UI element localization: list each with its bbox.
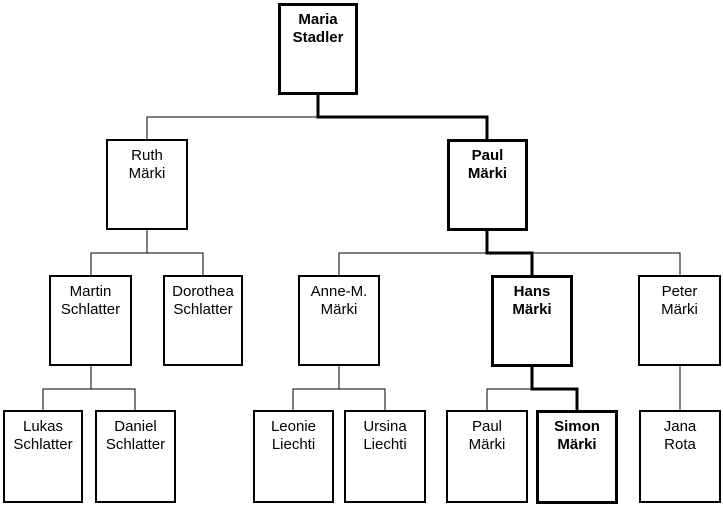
person-jana-rota: Jana Rota: [639, 410, 721, 503]
person-lukas-schlatter: Lukas Schlatter: [3, 410, 83, 503]
person-last-name: Märki: [557, 436, 597, 453]
person-first-name: Daniel: [114, 418, 157, 435]
person-first-name: Jana: [663, 418, 697, 435]
connector-paul-bar: [338, 252, 487, 276]
person-last-name: Märki: [661, 301, 698, 318]
person-first-name: Hans: [513, 283, 551, 300]
person-maria-stadler: Maria Stadler: [278, 3, 358, 95]
person-last-name: Stadler: [292, 29, 344, 46]
person-first-name: Maria: [298, 11, 338, 28]
person-last-name: Märki: [512, 301, 552, 318]
connector-hans-simon: [530, 365, 579, 411]
person-anne-m-maerki: Anne-M. Märki: [298, 275, 380, 366]
connector-paul-peter: [532, 252, 681, 276]
person-last-name: Märki: [320, 301, 358, 318]
person-first-name: Martin: [69, 283, 112, 300]
person-first-name: Lukas: [22, 418, 64, 435]
connector-ruth-bar: [90, 252, 204, 276]
person-ruth-maerki: Ruth Märki: [106, 139, 188, 230]
person-simon-maerki: Simon Märki: [536, 410, 618, 504]
person-first-name: Paul: [471, 147, 504, 164]
person-first-name: Paul: [471, 418, 503, 435]
person-paul-maerki: Paul Märki: [447, 139, 528, 231]
person-last-name: Liechti: [363, 436, 407, 453]
person-peter-maerki: Peter Märki: [638, 275, 721, 366]
person-leonie-liechti: Leonie Liechti: [253, 410, 334, 503]
connector-martin-bar: [42, 388, 136, 411]
person-martin-schlatter: Martin Schlatter: [49, 275, 132, 366]
person-first-name: Ruth: [131, 147, 163, 164]
person-last-name: Schlatter: [105, 436, 166, 453]
person-ursina-liechti: Ursina Liechti: [344, 410, 426, 503]
person-dorothea-schlatter: Dorothea Schlatter: [163, 275, 243, 366]
connector-hans-paul2: [486, 388, 532, 411]
person-first-name: Simon: [554, 418, 600, 435]
person-last-name: Rota: [664, 436, 696, 453]
person-first-name: Dorothea: [172, 283, 234, 300]
person-first-name: Ursina: [363, 418, 407, 435]
person-last-name: Märki: [128, 165, 166, 182]
person-last-name: Schlatter: [60, 301, 121, 318]
person-first-name: Anne-M.: [310, 283, 368, 300]
person-last-name: Schlatter: [13, 436, 73, 453]
connector-maria-paul: [316, 94, 489, 140]
connector-paul-hans: [485, 229, 534, 276]
person-first-name: Leonie: [270, 418, 317, 435]
person-last-name: Märki: [467, 165, 508, 182]
person-paul-maerki-junior: Paul Märki: [446, 410, 528, 503]
person-first-name: Peter: [661, 283, 698, 300]
person-daniel-schlatter: Daniel Schlatter: [95, 410, 176, 503]
person-last-name: Märki: [468, 436, 506, 453]
person-hans-maerki: Hans Märki: [491, 275, 573, 367]
person-last-name: Liechti: [271, 436, 316, 453]
connector-maria-ruth: [146, 116, 318, 140]
connector-annem-bar: [292, 388, 386, 411]
person-last-name: Schlatter: [173, 301, 233, 318]
